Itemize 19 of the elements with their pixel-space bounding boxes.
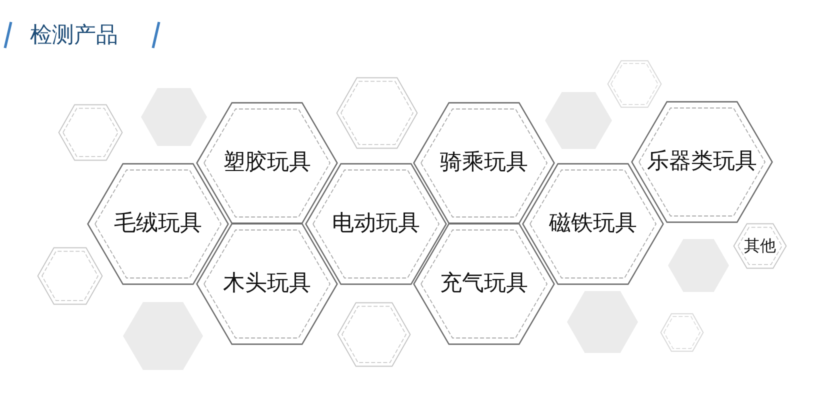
hexagon [336,77,418,149]
category-label: 骑乘玩具 [440,150,528,176]
category-label: 电动玩具 [332,212,420,236]
hexagon [58,104,123,161]
category-label: 磁铁玩具 [549,212,637,236]
category-label: 塑胶玩具 [223,150,311,176]
filled-hexagon [141,88,207,146]
title: 检测产品 [30,23,118,48]
category-label: 乐器类玩具 [647,150,757,174]
category-label: 充气玩具 [440,272,528,296]
hexagon [660,313,704,352]
hexagon [607,60,662,108]
hexagon [733,223,787,269]
category-label: 其他 [744,237,776,255]
filled-hexagon [545,92,612,149]
category-label: 毛绒玩具 [114,212,202,236]
hexagon [37,247,103,305]
hexagon [337,302,411,367]
category-label: 木头玩具 [223,272,311,296]
